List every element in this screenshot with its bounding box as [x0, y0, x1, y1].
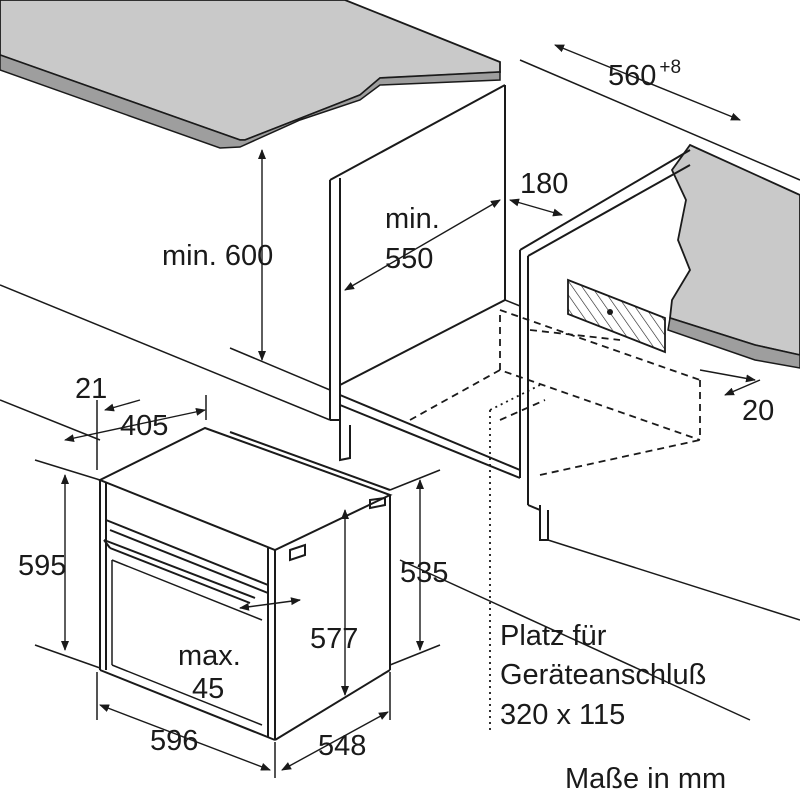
countertop-right	[667, 143, 800, 369]
units-note: Maße in mm	[565, 763, 726, 795]
dim-45: 45	[192, 673, 224, 705]
connection-label-line1: Platz für	[500, 620, 607, 652]
oven	[97, 426, 393, 741]
dim-595: 595	[18, 550, 66, 582]
countertop-left	[0, 0, 501, 149]
dim-548: 548	[318, 730, 366, 762]
dim-596: 596	[150, 725, 198, 757]
connection-label-line2: Geräteanschluß	[500, 659, 706, 691]
dim-550: 550	[385, 243, 433, 275]
connection-label-line3: 320 x 115	[500, 699, 625, 731]
dim-577: 577	[310, 623, 358, 655]
hidden-oven-outline	[409, 309, 701, 730]
dim-max-label: max.	[178, 640, 241, 672]
dim-405: 405	[120, 410, 168, 442]
dim-min-600: min. 600	[162, 240, 273, 272]
dim-180: 180	[520, 168, 568, 200]
dim-21: 21	[75, 373, 107, 405]
dim-535: 535	[400, 557, 448, 589]
dim-560: 560+8	[608, 57, 681, 92]
dim-20: 20	[742, 395, 774, 427]
dim-min-label: min.	[385, 203, 440, 235]
dimension-lines	[34, 44, 761, 778]
connection-area	[567, 278, 666, 354]
cabinet-niche	[0, 59, 800, 721]
